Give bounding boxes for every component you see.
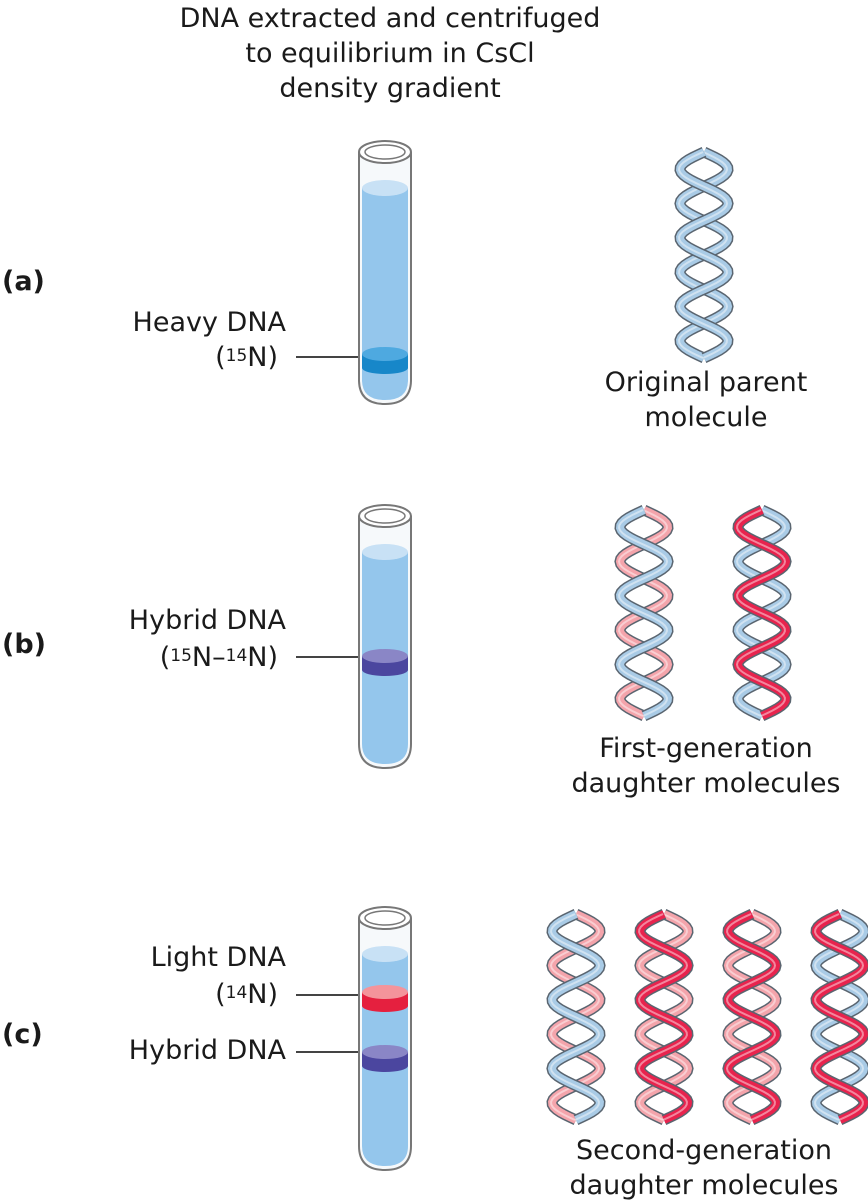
helix-strand-highlight xyxy=(617,509,669,717)
tube-rim-inner xyxy=(364,910,406,926)
tube-band-bottom xyxy=(362,1000,408,1012)
helix-second-gen-1 xyxy=(546,909,606,1125)
band-label-hybrid-dna-c: Hybrid DNA xyxy=(128,1035,286,1066)
band-leader-line-hybrid-c xyxy=(296,1051,358,1053)
helix-parent xyxy=(674,147,734,363)
band-leader-line-heavy xyxy=(296,356,358,358)
tube-band-top xyxy=(362,649,408,663)
caption-c-line-1: Second-generation xyxy=(576,1135,832,1166)
tube-rim-inner xyxy=(364,144,406,160)
helix-strand-highlight xyxy=(813,913,865,1121)
panel-label-b: (b) xyxy=(2,629,47,660)
caption-b-line-1: First-generation xyxy=(599,733,813,764)
helix-strand-2 xyxy=(547,910,605,1124)
tube-band-top xyxy=(362,347,408,361)
header-line-2: to equilibrium in CsCl xyxy=(245,38,535,69)
centrifuge-tube-b xyxy=(358,504,412,770)
caption-a-line-2: molecule xyxy=(644,402,768,433)
tube-band-bottom xyxy=(362,1060,408,1072)
header-line-1: DNA extracted and centrifuged xyxy=(179,3,601,34)
band-isotope-heavy: (15N) xyxy=(215,342,278,373)
helix-strand-2 xyxy=(723,910,781,1124)
tube-band-top xyxy=(362,985,408,999)
caption-a-line-1: Original parent xyxy=(604,367,808,398)
helix-first-gen-1 xyxy=(614,505,674,721)
band-label-hybrid-dna-b: Hybrid DNA xyxy=(128,605,286,636)
tube-liquid xyxy=(362,188,408,400)
tube-band-bottom xyxy=(362,664,408,676)
tube-meniscus xyxy=(362,946,408,962)
header-line-3: density gradient xyxy=(279,73,501,104)
helix-strand-2 xyxy=(811,910,868,1124)
band-leader-line-hybrid-b xyxy=(296,656,358,658)
helix-second-gen-4 xyxy=(810,909,868,1125)
helix-strand-highlight xyxy=(735,509,787,717)
helix-strand-2 xyxy=(733,506,791,720)
helix-strand-highlight xyxy=(549,913,601,1121)
tube-meniscus xyxy=(362,180,408,196)
helix-second-gen-2 xyxy=(634,909,694,1125)
helix-first-gen-2 xyxy=(732,505,792,721)
helix-second-gen-3 xyxy=(722,909,782,1125)
band-leader-line-light xyxy=(296,994,358,996)
caption-b-line-2: daughter molecules xyxy=(571,768,841,799)
centrifuge-tube-c xyxy=(358,906,412,1172)
band-label-light-dna: Light DNA xyxy=(150,942,286,973)
band-label-heavy-dna: Heavy DNA xyxy=(132,307,286,338)
tube-band-bottom xyxy=(362,362,408,374)
centrifuge-tube-a xyxy=(358,140,412,406)
band-isotope-light: (14N) xyxy=(215,979,278,1010)
caption-c-line-2: daughter molecules xyxy=(569,1170,839,1201)
helix-strand-2 xyxy=(635,910,693,1124)
tube-rim-inner xyxy=(364,508,406,524)
panel-label-a: (a) xyxy=(2,266,45,297)
helix-strand-2 xyxy=(615,506,673,720)
band-isotope-hybrid: (15N–14N) xyxy=(159,642,278,673)
tube-meniscus xyxy=(362,544,408,560)
helix-strand-highlight xyxy=(637,913,689,1121)
panel-label-c: (c) xyxy=(2,1019,43,1050)
helix-strand-2 xyxy=(675,148,733,362)
helix-strand-highlight xyxy=(725,913,777,1121)
helix-strand-highlight xyxy=(677,151,729,359)
tube-band-top xyxy=(362,1045,408,1059)
